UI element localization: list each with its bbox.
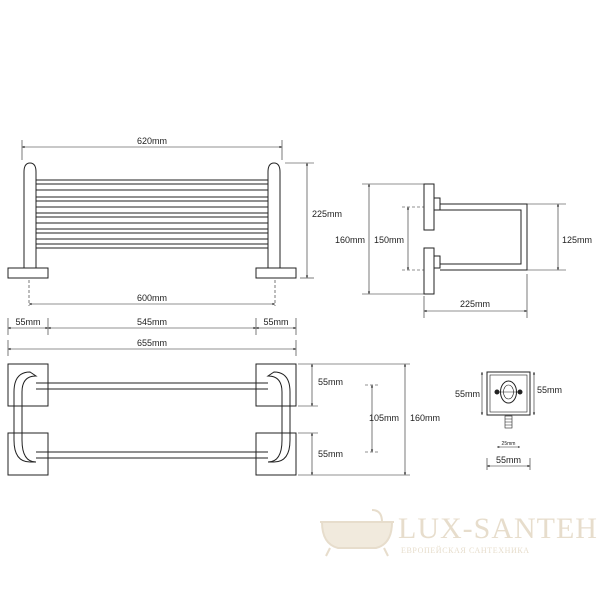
dim-plate-height-left: 55mm (455, 389, 480, 399)
dim-rail-spacing: 105mm (369, 413, 399, 423)
dim-total-depth: 160mm (410, 413, 440, 423)
dim-total-width: 655mm (137, 338, 167, 348)
watermark-tagline: ЕВРОПЕЙСКАЯ САНТЕХНИКА (401, 546, 530, 555)
dim-inner-span: 600mm (137, 293, 167, 303)
dim-depth: 225mm (460, 299, 490, 309)
dim-plate-top: 55mm (318, 377, 343, 387)
bathtub-icon (320, 509, 394, 557)
side-view (362, 183, 566, 318)
dim-height: 225mm (312, 209, 342, 219)
dim-left-plate: 55mm (15, 317, 40, 327)
dim-fixing-distance: 150mm (374, 235, 404, 245)
dim-arm-height: 125mm (562, 235, 592, 245)
top-view (7, 363, 410, 476)
front-view (7, 140, 314, 356)
dim-side-height: 160mm (335, 235, 365, 245)
dim-screw-spacing: 25mm (502, 441, 516, 447)
mount-detail (480, 371, 536, 470)
dim-right-plate: 55mm (263, 317, 288, 327)
dim-overall-width: 620mm (137, 136, 167, 146)
watermark-brand: LUX-SANTEH (398, 512, 598, 545)
dim-plate-bottom: 55mm (318, 449, 343, 459)
dim-middle-span: 545mm (137, 317, 167, 327)
watermark: LUX-SANTEH ЕВРОПЕЙСКАЯ САНТЕХНИКА (320, 509, 598, 557)
dim-plate-height-right: 55mm (537, 385, 562, 395)
dim-plate-width: 55mm (496, 455, 521, 465)
